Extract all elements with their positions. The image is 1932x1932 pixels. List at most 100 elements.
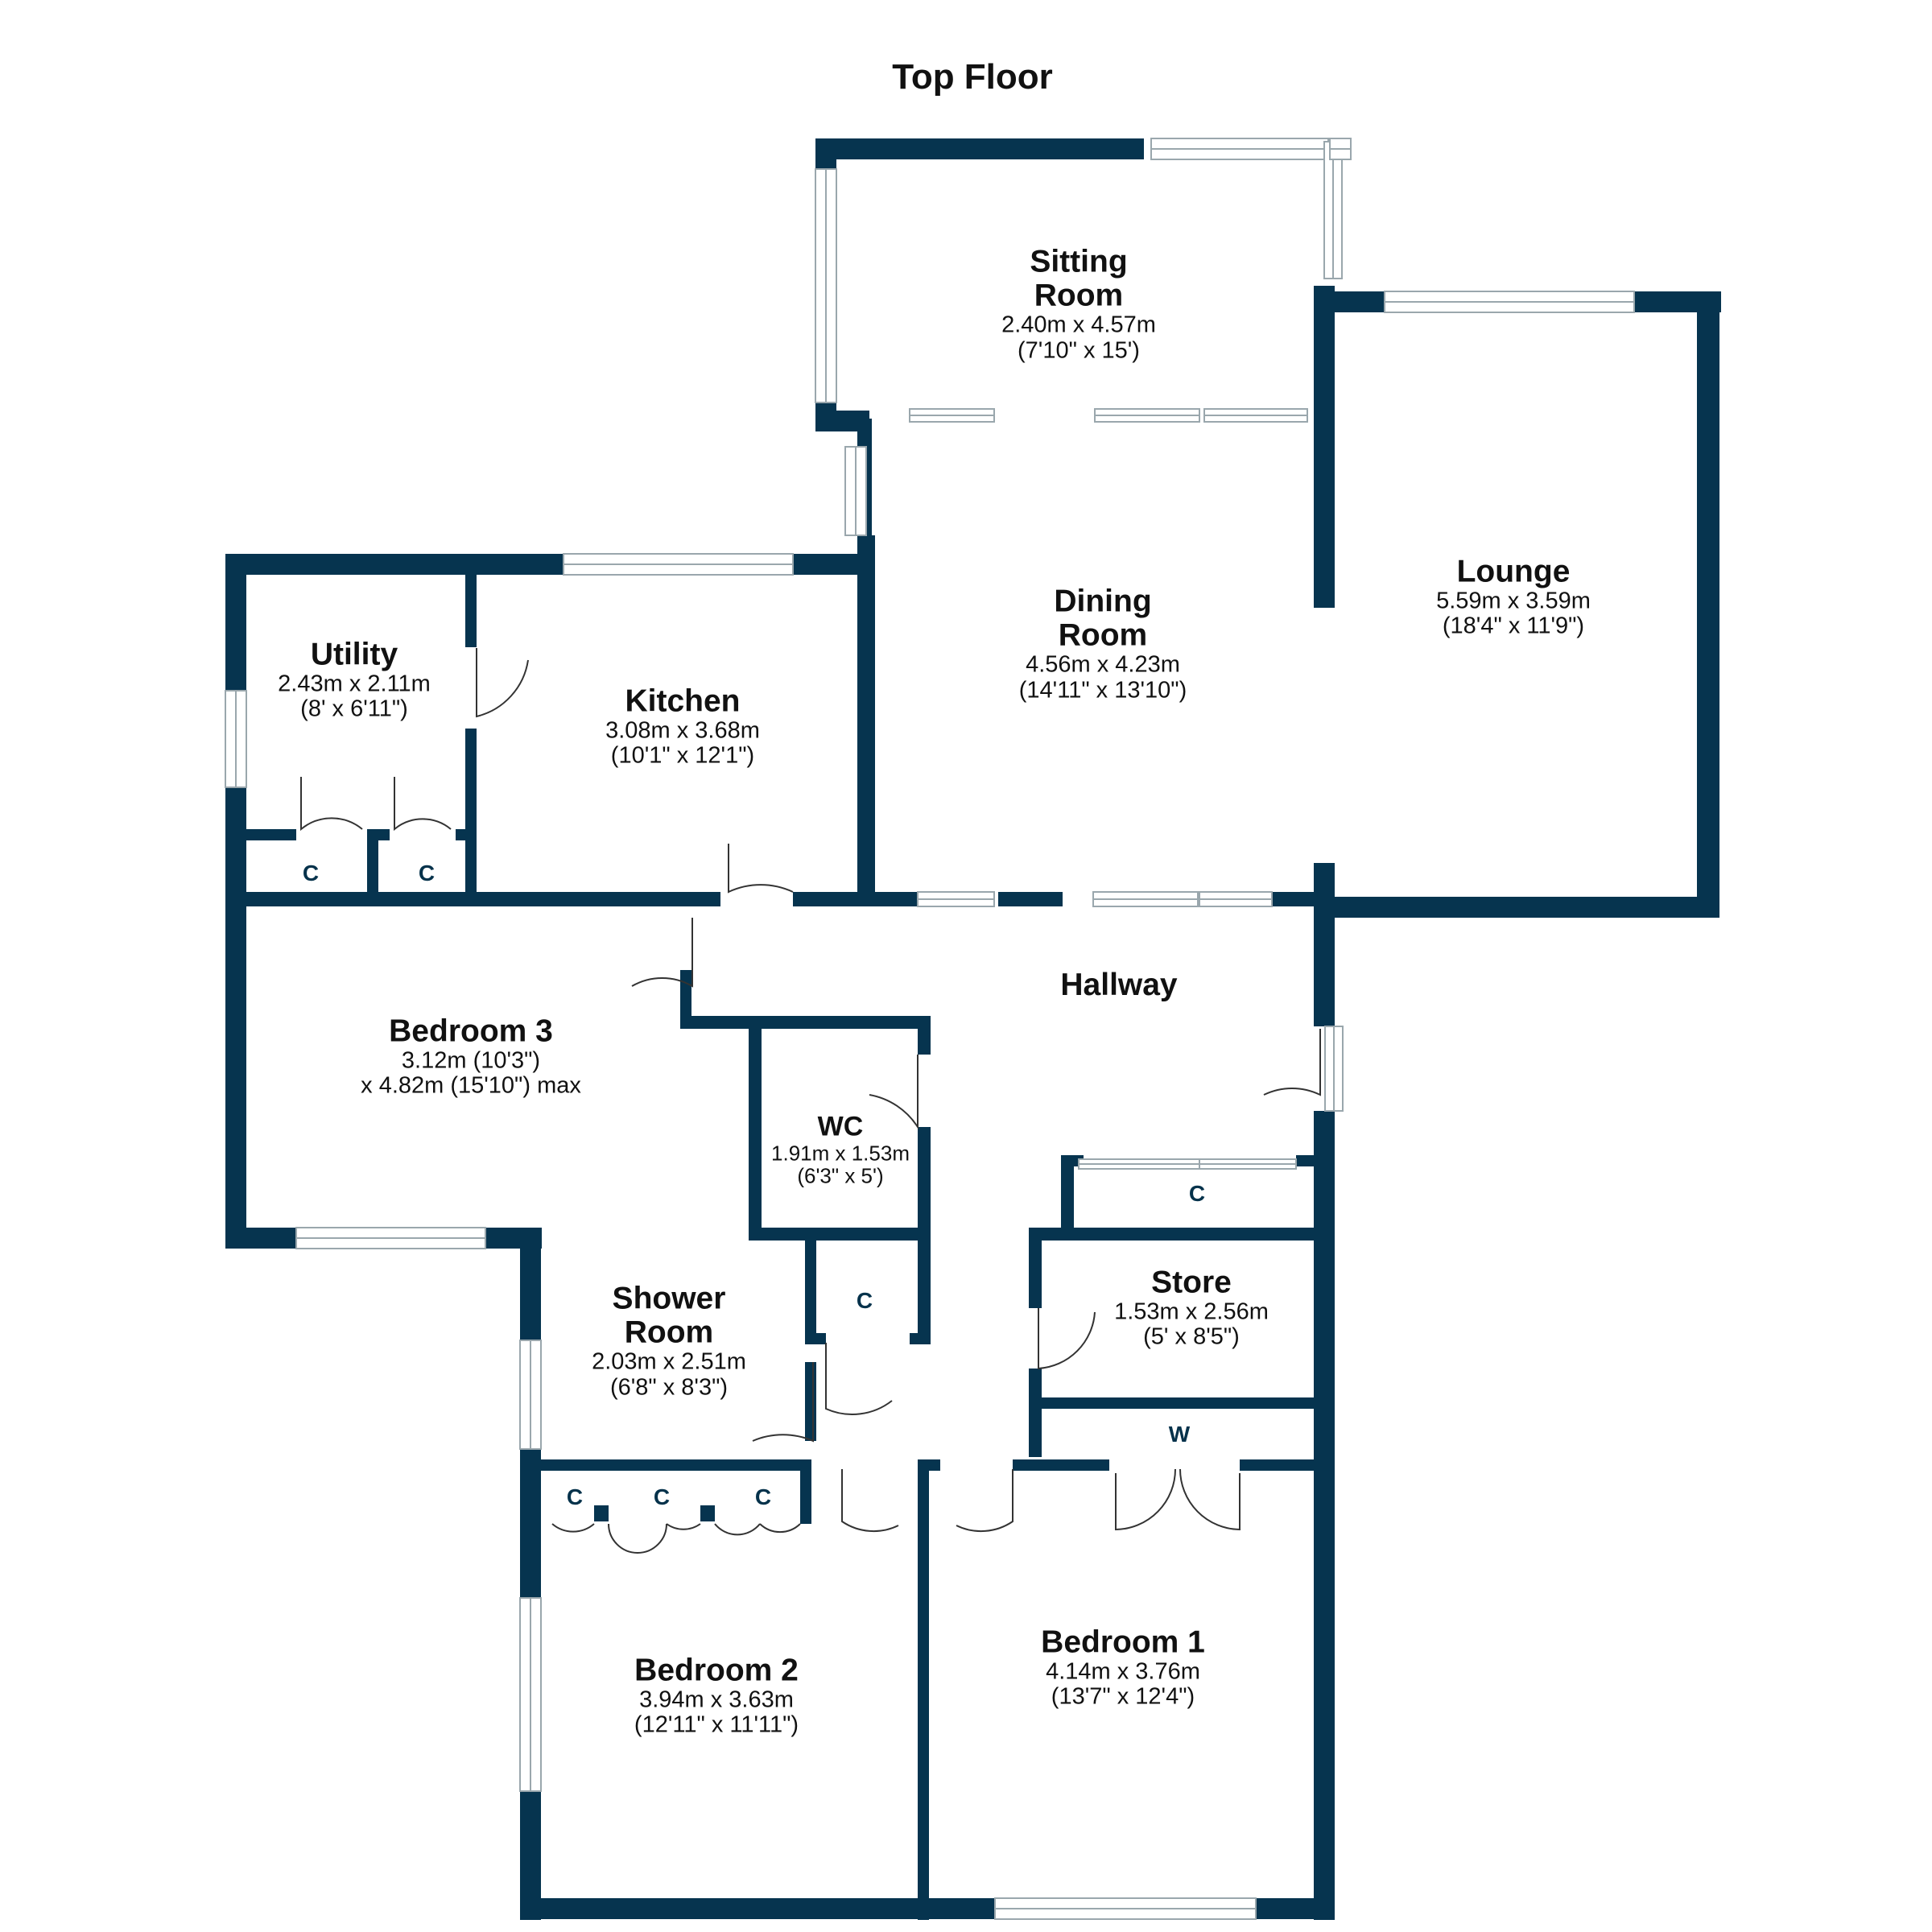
wall-segment	[225, 892, 720, 906]
room-dimensions: 3.94m x 3.63m	[639, 1686, 794, 1713]
room-label-kitchen: Kitchen 3.08m x 3.68m (10'1" x 12'1")	[605, 683, 760, 770]
window	[1092, 891, 1199, 907]
room-label-hallway: Hallway	[1060, 968, 1177, 1002]
room-name: Kitchen	[625, 683, 741, 719]
room-label-bedroom-3: Bedroom 3 3.12m (10'3") x 4.82m (15'10")…	[361, 1013, 581, 1100]
window	[1203, 408, 1308, 423]
door-swing	[1179, 1468, 1241, 1531]
wall-segment	[749, 1016, 762, 1232]
window	[1078, 1158, 1200, 1170]
room-dimensions: 2.43m x 2.11m	[278, 671, 431, 697]
wall-segment	[520, 1459, 811, 1471]
room-dimensions: (18'4" x 11'9")	[1442, 613, 1585, 640]
window	[1324, 1026, 1344, 1112]
wall-segment	[246, 829, 296, 840]
room-name: Room	[1034, 278, 1124, 313]
wall-segment	[1314, 1111, 1335, 1920]
wall-segment	[1029, 1228, 1042, 1308]
room-name: Store	[1151, 1265, 1232, 1300]
wall-segment	[520, 1228, 541, 1340]
wall-segment	[998, 892, 1063, 906]
wall-segment	[1061, 1155, 1074, 1236]
room-dimensions: 3.12m (10'3")	[401, 1047, 541, 1074]
room-name: Bedroom 2	[634, 1653, 799, 1688]
room-name: Utility	[310, 637, 398, 672]
wardrobe-mark: W	[1168, 1422, 1191, 1447]
wall-segment	[520, 1459, 536, 1524]
room-dimensions: 4.14m x 3.76m	[1046, 1658, 1200, 1685]
wall-segment	[1029, 1397, 1335, 1409]
door-swing	[869, 1055, 919, 1130]
window	[225, 690, 247, 788]
wall-segment	[815, 138, 1144, 159]
wall-segment	[918, 1459, 929, 1920]
window	[994, 1897, 1257, 1920]
wall-segment	[1256, 1898, 1335, 1919]
closet-mark: C	[653, 1484, 671, 1509]
door-swing	[825, 1343, 893, 1415]
room-dimensions: (5' x 8'5")	[1143, 1324, 1240, 1351]
wall-segment	[680, 1016, 926, 1029]
window	[1384, 291, 1635, 313]
closet-mark: C	[418, 861, 436, 886]
wall-segment	[805, 1236, 816, 1340]
room-label-bedroom-2: Bedroom 2 3.94m x 3.63m (12'11" x 11'11"…	[634, 1653, 799, 1739]
window	[909, 408, 995, 423]
door-swing	[300, 777, 363, 832]
door-swing	[728, 844, 794, 894]
wall-segment	[1697, 291, 1719, 918]
wall-segment	[1029, 1228, 1335, 1241]
door-swing	[752, 1362, 814, 1443]
room-name: Bedroom 3	[389, 1013, 553, 1049]
closet-mark: C	[566, 1484, 584, 1509]
room-dimensions: (7'10" x 15')	[1018, 337, 1140, 364]
room-name: Lounge	[1456, 554, 1571, 589]
room-label-shower-room: Shower Room 2.03m x 2.51m (6'8" x 8'3")	[592, 1282, 746, 1401]
room-dimensions: 3.08m x 3.68m	[605, 717, 760, 744]
window	[1329, 138, 1352, 160]
door-swing	[631, 918, 693, 988]
room-label-sitting-room: Sitting Room 2.40m x 4.57m (7'10" x 15')	[1001, 245, 1156, 364]
room-label-lounge: Lounge 5.59m x 3.59m (18'4" x 11'9")	[1436, 555, 1591, 640]
closet-mark: C	[856, 1288, 873, 1313]
door-swing	[476, 648, 529, 718]
doors	[300, 648, 1321, 1554]
room-label-store: Store 1.53m x 2.56m (5' x 8'5")	[1114, 1265, 1269, 1351]
room-dimensions: (12'11" x 11'11")	[634, 1712, 799, 1739]
room-dimensions: 5.59m x 3.59m	[1436, 588, 1591, 614]
room-name: Bedroom 1	[1041, 1624, 1205, 1660]
door-swing	[956, 1469, 1013, 1533]
door-swing	[714, 1523, 761, 1536]
window	[563, 553, 794, 576]
wall-segment	[857, 535, 875, 906]
wall-segment	[793, 554, 873, 575]
room-label-wc: WC 1.91m x 1.53m (6'3" x 5')	[771, 1112, 910, 1188]
window	[295, 1227, 486, 1249]
wall-segment	[805, 1333, 826, 1344]
wall-segment	[1240, 1459, 1335, 1471]
wall-segment	[456, 829, 477, 840]
wall-segment	[1272, 892, 1335, 906]
window	[1323, 141, 1343, 279]
wall-segment	[918, 1236, 931, 1340]
room-label-dining-room: Dining Room 4.56m x 4.23m (14'11" x 13'1…	[1019, 584, 1187, 704]
room-name: Room	[624, 1315, 714, 1350]
wall-segment	[1314, 286, 1335, 608]
closet-mark: C	[1188, 1181, 1206, 1206]
wall-segment	[800, 1459, 811, 1524]
room-dimensions: (6'8" x 8'3")	[609, 1374, 729, 1401]
wall-segment	[367, 829, 378, 900]
window	[1199, 891, 1273, 907]
wall-segment	[367, 829, 390, 840]
door-swing	[1038, 1308, 1096, 1370]
closet-mark: C	[302, 861, 320, 886]
door-swing	[394, 777, 452, 832]
room-dimensions: (13'7" x 12'4")	[1051, 1684, 1195, 1711]
wall-segment	[225, 1228, 296, 1249]
window	[917, 891, 995, 907]
wall-segment	[918, 1016, 931, 1055]
room-dimensions: (6'3" x 5')	[797, 1163, 884, 1188]
room-label-utility: Utility 2.43m x 2.11m (8' x 6'11")	[278, 638, 431, 723]
room-dimensions: (10'1" x 12'1")	[610, 743, 755, 770]
door-swing	[759, 1523, 801, 1534]
